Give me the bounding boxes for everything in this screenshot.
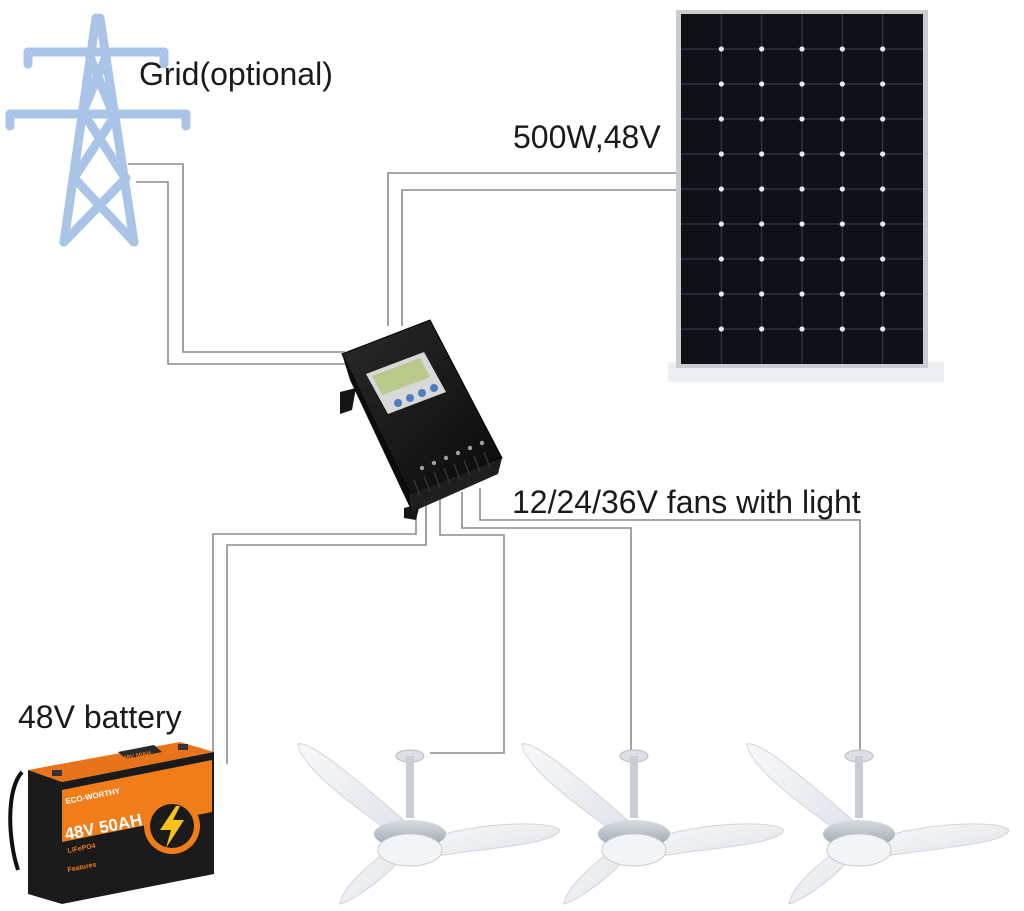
wire-grid-1	[128, 163, 345, 353]
wire-panel-1	[387, 172, 676, 326]
controller-button	[394, 399, 402, 407]
charge-controller-icon	[340, 319, 503, 520]
fans-label: 12/24/36V fans with light	[512, 484, 861, 520]
power-tower-icon	[5, 13, 191, 247]
panel-cell-grid	[681, 14, 923, 364]
battery-label: 48V battery	[18, 699, 182, 735]
wire-battery-1	[212, 500, 417, 764]
solar-panel-icon	[668, 10, 944, 382]
controller-button	[406, 394, 414, 402]
ceiling-fan-icon	[746, 743, 1010, 905]
wire-battery-2	[226, 500, 427, 764]
ceiling-fan-icon	[297, 743, 561, 905]
ceiling-fan-icon	[521, 743, 785, 905]
wire-fan-3	[479, 488, 861, 752]
controller-button	[430, 384, 438, 392]
lightning-bolt-icon	[160, 806, 184, 848]
wire-grid-2	[136, 181, 352, 365]
grid-label: Grid(optional)	[139, 56, 333, 92]
wire-fan-1	[430, 496, 505, 754]
wire-fan-2	[461, 492, 632, 752]
solar-panel-label: 500W,48V	[513, 119, 661, 155]
battery-top-badge: 48V 50AH	[123, 751, 151, 762]
controller-button	[418, 389, 426, 397]
wire-panel-2	[401, 189, 676, 326]
battery-icon: ECO-WORTHY 48V 50AH LiFePO4 Features 48V…	[8, 742, 214, 904]
